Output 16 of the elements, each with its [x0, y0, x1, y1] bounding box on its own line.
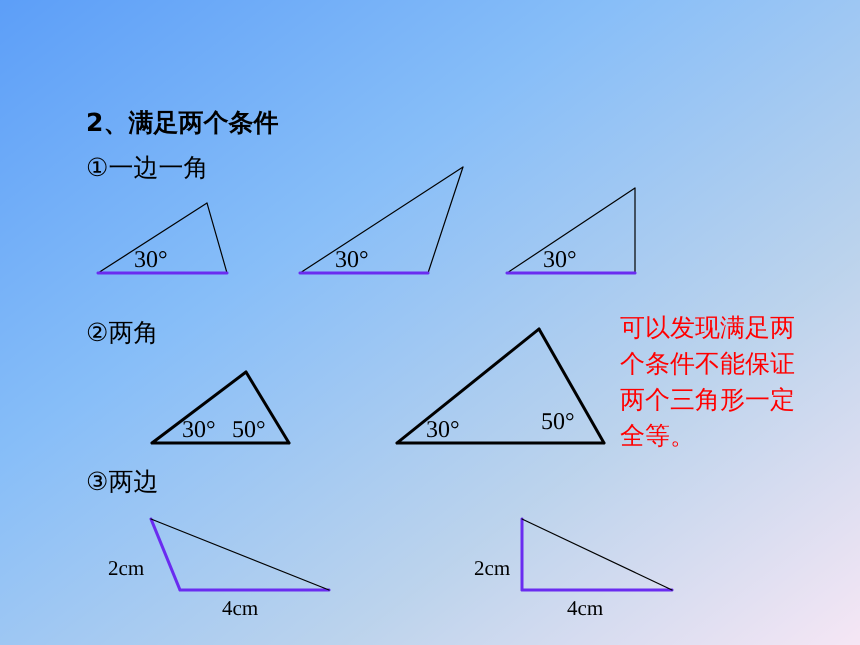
length-label: 4cm [222, 596, 258, 621]
length-label: 2cm [108, 556, 144, 581]
angle-label: 50° [232, 417, 266, 443]
angle-label: 30° [426, 417, 460, 443]
angle-label: 50° [541, 409, 575, 435]
angle-label: 30° [134, 247, 168, 273]
angle-label: 30° [182, 417, 216, 443]
note-text: 可以发现满足两个条件不能保证两个三角形一定全等。 [620, 312, 796, 452]
section-heading: ②两角 [86, 317, 158, 349]
length-label: 2cm [474, 556, 510, 581]
angle-label: 30° [543, 247, 577, 273]
angle-label: 30° [335, 247, 369, 273]
section-heading: ③两边 [86, 466, 158, 498]
section-heading: ①一边一角 [86, 152, 208, 184]
slide-title: 2、满足两个条件 [86, 107, 278, 139]
length-label: 4cm [567, 596, 604, 621]
